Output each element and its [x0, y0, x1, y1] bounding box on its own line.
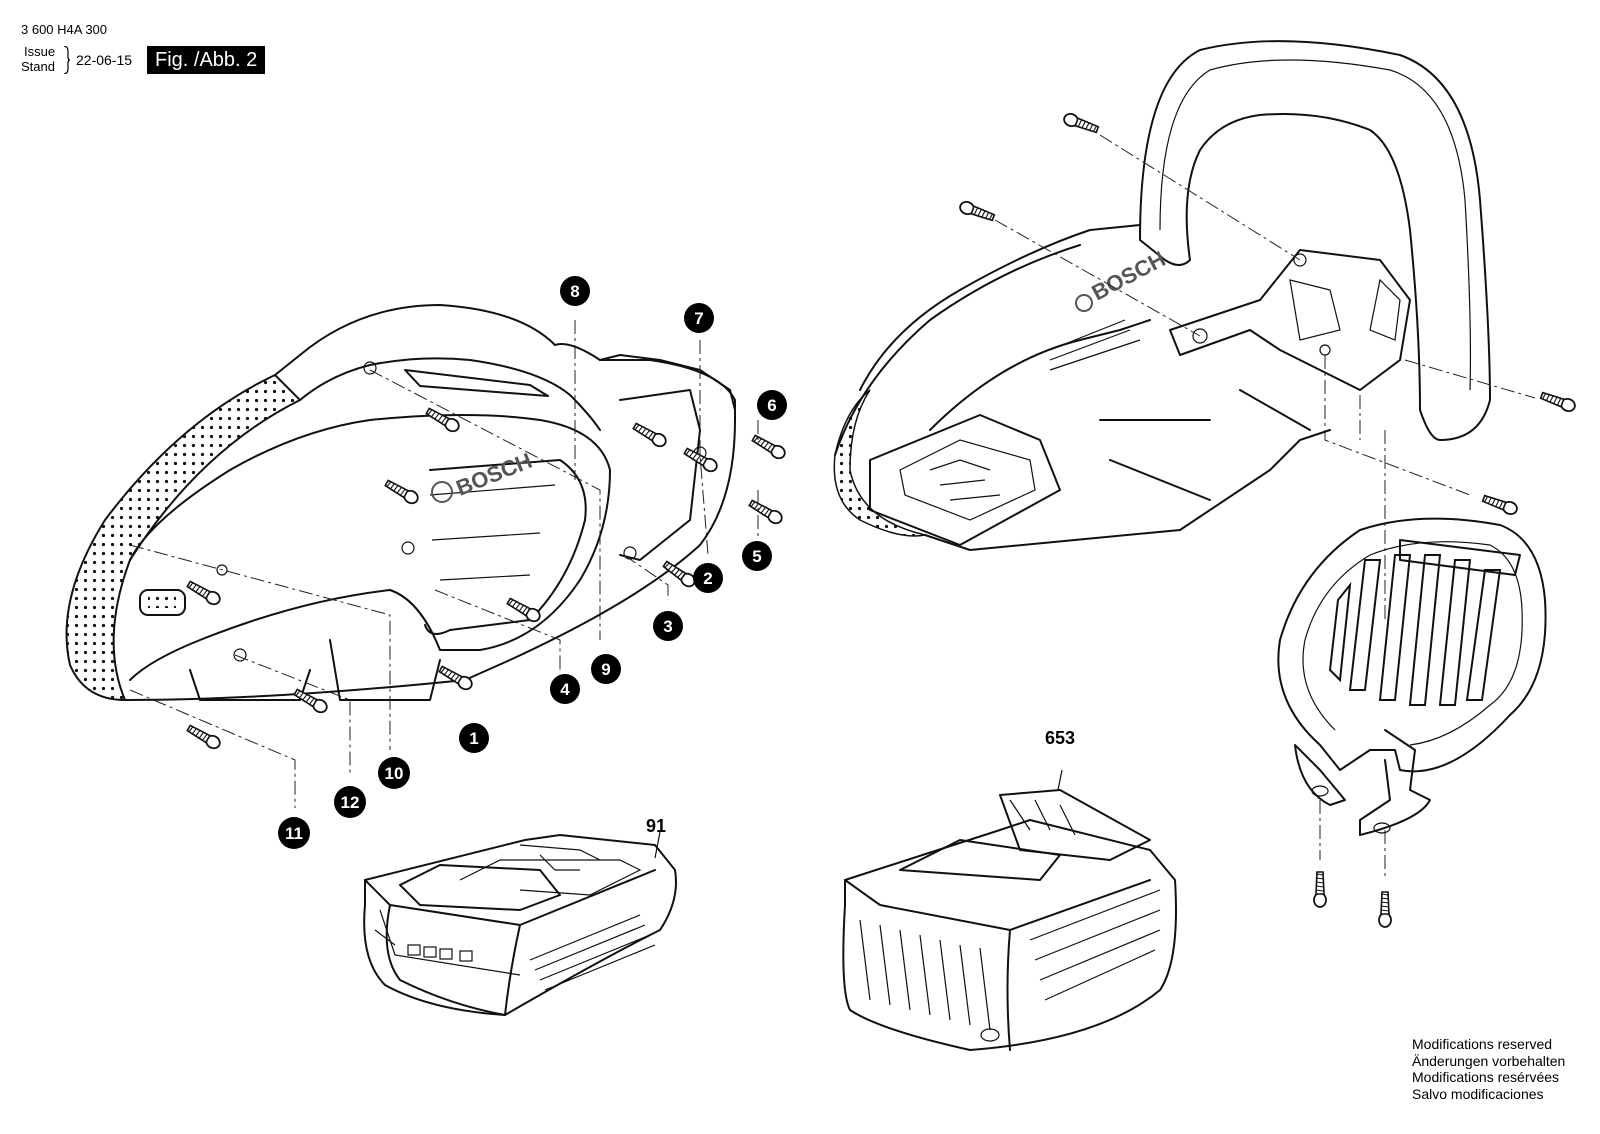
callout-label-10: 10 — [385, 764, 404, 783]
callout-marker-11: 11 — [278, 817, 310, 849]
part-ref-battery: 91 — [646, 816, 666, 836]
callout-marker-5: 5 — [742, 541, 772, 571]
axis-lines-right — [994, 134, 1536, 880]
callout-marker-12: 12 — [334, 786, 366, 818]
grip-texture — [65, 373, 302, 702]
modifications-line-de: Änderungen vorbehalten — [1412, 1052, 1566, 1069]
battery-pack — [363, 834, 677, 1016]
hand-guard — [1277, 517, 1547, 836]
modifications-line-fr: Modifications resérvées — [1412, 1069, 1560, 1085]
figure-label: Fig. /Abb. 2 — [147, 46, 266, 74]
callout-label-2: 2 — [703, 569, 712, 588]
housing-half-right: BOSCH — [833, 40, 1491, 551]
callout-marker-4: 4 — [550, 674, 580, 704]
callout-label-4: 4 — [560, 680, 570, 699]
callout-marker-3: 3 — [653, 611, 683, 641]
brand-logo-right: BOSCH — [1088, 246, 1170, 305]
callout-marker-1: 1 — [459, 723, 489, 753]
callout-marker-8: 8 — [560, 276, 590, 306]
document-number: 3 600 H4A 300 — [21, 22, 108, 37]
charger — [842, 789, 1177, 1051]
part-ref-charger: 653 — [1045, 728, 1075, 748]
brand-logo: BOSCH — [453, 448, 536, 501]
callout-label-11: 11 — [285, 824, 303, 843]
callout-marker-10: 10 — [378, 757, 410, 789]
callout-label-6: 6 — [767, 396, 776, 415]
callout-label-8: 8 — [570, 282, 579, 301]
callout-marker-2: 2 — [693, 563, 723, 593]
callout-label-12: 12 — [341, 793, 360, 812]
screw-group-right — [957, 111, 1578, 928]
modifications-line-es: Salvo modificaciones — [1412, 1085, 1544, 1102]
brace-icon — [64, 46, 70, 74]
callout-label-7: 7 — [694, 309, 703, 328]
callout-marker-7: 7 — [684, 303, 714, 333]
callout-marker-6: 6 — [757, 390, 787, 420]
callout-label-5: 5 — [752, 547, 761, 566]
axis-lines-left — [129, 320, 759, 808]
callout-label-3: 3 — [663, 617, 672, 636]
issue-block: Issue Stand 22-06-15 — [21, 44, 161, 78]
issue-label: Issue — [24, 44, 56, 59]
callout-marker-9: 9 — [591, 654, 621, 684]
modifications-line-en: Modifications reserved — [1412, 1036, 1553, 1052]
stand-label: Stand — [21, 59, 55, 74]
callout-label-1: 1 — [469, 729, 478, 748]
modifications-notice: Modifications reserved Änderungen vorbeh… — [1412, 1036, 1565, 1102]
callout-label-9: 9 — [601, 660, 610, 679]
housing-half-left: BOSCH — [65, 304, 736, 702]
issue-date: 22-06-15 — [76, 52, 133, 68]
